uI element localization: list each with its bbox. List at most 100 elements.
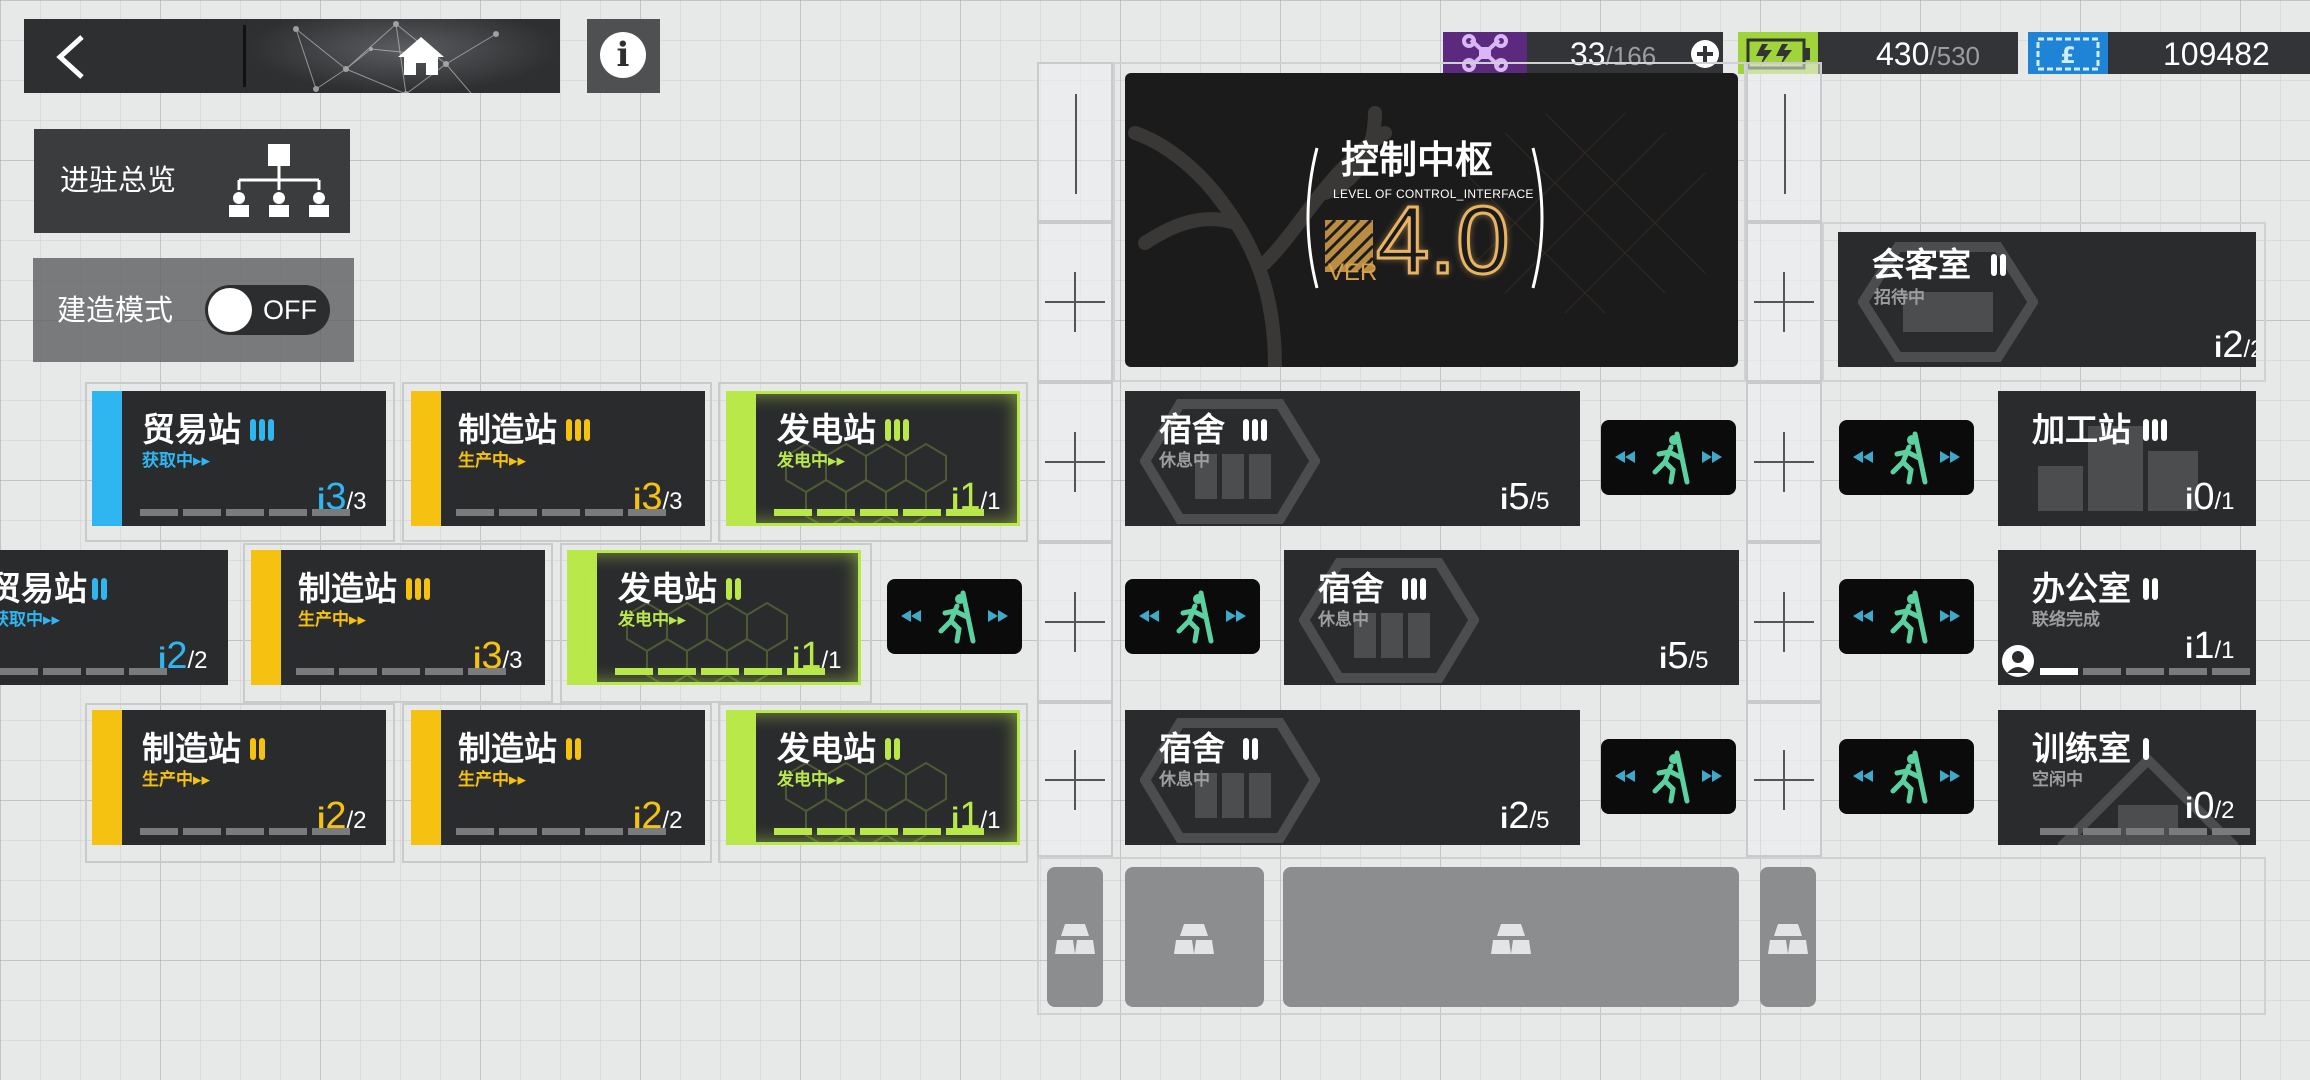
corridor-slot bbox=[1746, 62, 1822, 222]
exit-runner-icon bbox=[1853, 590, 1960, 644]
build-mode-toggle[interactable]: OFF bbox=[205, 285, 330, 335]
room-name: 宿舍 bbox=[1159, 729, 1225, 768]
back-button[interactable] bbox=[24, 19, 244, 93]
room-frame bbox=[85, 703, 395, 863]
corridor-passage[interactable] bbox=[887, 579, 1022, 654]
home-button[interactable] bbox=[246, 19, 560, 93]
build-mode-panel: 建造模式 OFF bbox=[33, 258, 354, 362]
drone-max: /166 bbox=[1605, 41, 1657, 71]
room-operator-count: i2/2 bbox=[158, 635, 208, 677]
room-status: 发电中▸▸ bbox=[618, 610, 687, 630]
gold-bar-icon bbox=[1174, 924, 1214, 954]
room-frame bbox=[243, 543, 553, 703]
corridor-slot bbox=[1037, 382, 1113, 542]
workshop-room[interactable]: 加工站 i0/1 bbox=[1998, 391, 2256, 526]
training-room[interactable]: 训练室 空闲中 i0/2 bbox=[1998, 710, 2256, 845]
room-name: 发电站 bbox=[618, 569, 717, 608]
corridor-slot bbox=[1037, 222, 1113, 382]
locked-basement-slot[interactable] bbox=[1125, 867, 1264, 1007]
control-center-subtitle: LEVEL OF CONTROL_INTERFACE bbox=[1333, 187, 1534, 201]
info-button[interactable]: i bbox=[587, 19, 660, 93]
control-center[interactable]: 控制中枢 LEVEL OF CONTROL_INTERFACE VER 4.0 bbox=[1125, 73, 1738, 367]
room-status: 生产中▸▸ bbox=[298, 610, 367, 630]
power-plant-2[interactable]: 发电站 发电中▸▸ i1/1 bbox=[567, 550, 861, 685]
trade-post-2[interactable]: 贸易站 获取中▸▸ i2/2 bbox=[0, 550, 228, 685]
exit-runner-icon bbox=[901, 590, 1008, 644]
room-operator-count: i1/1 bbox=[2185, 625, 2235, 667]
level-frame-icon bbox=[1306, 147, 1544, 289]
drone-icon bbox=[1443, 32, 1527, 74]
dormitory-2[interactable]: 宿舍 休息中 i5/5 bbox=[1284, 550, 1739, 685]
room-status: 休息中 bbox=[1159, 770, 1210, 790]
room-status: 招待中 bbox=[1874, 288, 1925, 308]
hex-pattern-icon bbox=[626, 601, 788, 685]
top-bar-divider bbox=[243, 25, 246, 87]
room-operator-count: i1/1 bbox=[951, 476, 1001, 518]
factory-3[interactable]: 制造站 生产中▸▸ i2/2 bbox=[92, 710, 386, 845]
version-label: VER bbox=[1328, 259, 1378, 286]
locked-basement-slot[interactable] bbox=[1760, 867, 1816, 1007]
tree-background-icon bbox=[1128, 106, 1706, 367]
toggle-knob bbox=[208, 288, 252, 332]
room-operator-count: i0/1 bbox=[2185, 476, 2235, 518]
exit-runner-icon bbox=[1615, 750, 1722, 804]
office-room[interactable]: 办公室 联络完成 i1/1 bbox=[1998, 550, 2256, 685]
gold-bar-icon bbox=[1055, 924, 1095, 954]
corridor-passage[interactable] bbox=[1125, 579, 1260, 654]
room-status: 休息中 bbox=[1318, 610, 1369, 630]
exit-runner-icon bbox=[1853, 750, 1960, 804]
svg-text:£: £ bbox=[2060, 44, 2075, 69]
room-frame bbox=[718, 703, 1028, 863]
ticket-icon: £ bbox=[2028, 32, 2108, 74]
plus-icon bbox=[1697, 46, 1713, 62]
lmd-value: 109482 bbox=[2163, 36, 2270, 72]
room-status: 休息中 bbox=[1159, 451, 1210, 471]
trade-post-1[interactable]: 贸易站 获取中▸▸ i3/3 bbox=[92, 391, 386, 526]
room-operator-count: i2/2 bbox=[633, 795, 683, 837]
room-operator-count: i3/3 bbox=[633, 476, 683, 518]
corridor-passage[interactable] bbox=[1839, 739, 1974, 814]
power-plant-3[interactable]: 发电站 发电中▸▸ i1/1 bbox=[726, 710, 1020, 845]
room-status: 发电中▸▸ bbox=[777, 451, 846, 471]
room-status: 发电中▸▸ bbox=[777, 770, 846, 790]
dorm-icon bbox=[1140, 399, 1320, 524]
factory-2[interactable]: 制造站 生产中▸▸ i3/3 bbox=[251, 550, 545, 685]
room-frame bbox=[402, 382, 712, 542]
control-center-level: 4.0 bbox=[1374, 187, 1510, 294]
corridor-slot bbox=[1746, 382, 1822, 542]
room-status: 联络完成 bbox=[2032, 610, 2100, 630]
reception-room[interactable]: 会客室 招待中 i2/2 bbox=[1838, 232, 2256, 367]
room-frame bbox=[402, 703, 712, 863]
room-operator-count: i5/5 bbox=[1500, 476, 1550, 518]
corridor-slot bbox=[1037, 542, 1113, 702]
room-name: 发电站 bbox=[777, 410, 876, 449]
network-decoration-icon bbox=[293, 21, 499, 93]
corridor-passage[interactable] bbox=[1601, 739, 1736, 814]
room-status: 生产中▸▸ bbox=[458, 770, 527, 790]
room-name: 贸易站 bbox=[142, 410, 241, 449]
locked-basement-slot[interactable] bbox=[1047, 867, 1103, 1007]
room-operator-count: i3/3 bbox=[473, 635, 523, 677]
power-counter: 430/530 bbox=[1738, 32, 2018, 74]
room-name: 发电站 bbox=[777, 729, 876, 768]
room-operator-count: i2/2 bbox=[317, 795, 367, 837]
power-max: /530 bbox=[1929, 41, 1980, 71]
exit-runner-icon bbox=[1615, 431, 1722, 485]
home-icon bbox=[398, 37, 444, 75]
room-name: 会客室 bbox=[1872, 245, 1971, 284]
corridor-passage[interactable] bbox=[1601, 420, 1736, 495]
corridor-passage[interactable] bbox=[1839, 420, 1974, 495]
corridor-slot bbox=[1746, 222, 1822, 382]
dormitory-1[interactable]: 宿舍 休息中 i5/5 bbox=[1125, 391, 1580, 526]
corridor-passage[interactable] bbox=[1839, 579, 1974, 654]
station-overview-button[interactable]: 进驻总览 bbox=[34, 129, 350, 233]
room-name: 宿舍 bbox=[1318, 569, 1384, 608]
corridor-slot bbox=[1746, 542, 1822, 702]
factory-1[interactable]: 制造站 生产中▸▸ i3/3 bbox=[411, 391, 705, 526]
room-name: 贸易站 bbox=[0, 569, 87, 608]
room-operator-count: i2/2 bbox=[2214, 324, 2256, 366]
dormitory-3[interactable]: 宿舍 休息中 i2/5 bbox=[1125, 710, 1580, 845]
factory-4[interactable]: 制造站 生产中▸▸ i2/2 bbox=[411, 710, 705, 845]
locked-basement-slot[interactable] bbox=[1283, 867, 1739, 1007]
power-plant-1[interactable]: 发电站 发电中▸▸ i1/1 bbox=[726, 391, 1020, 526]
